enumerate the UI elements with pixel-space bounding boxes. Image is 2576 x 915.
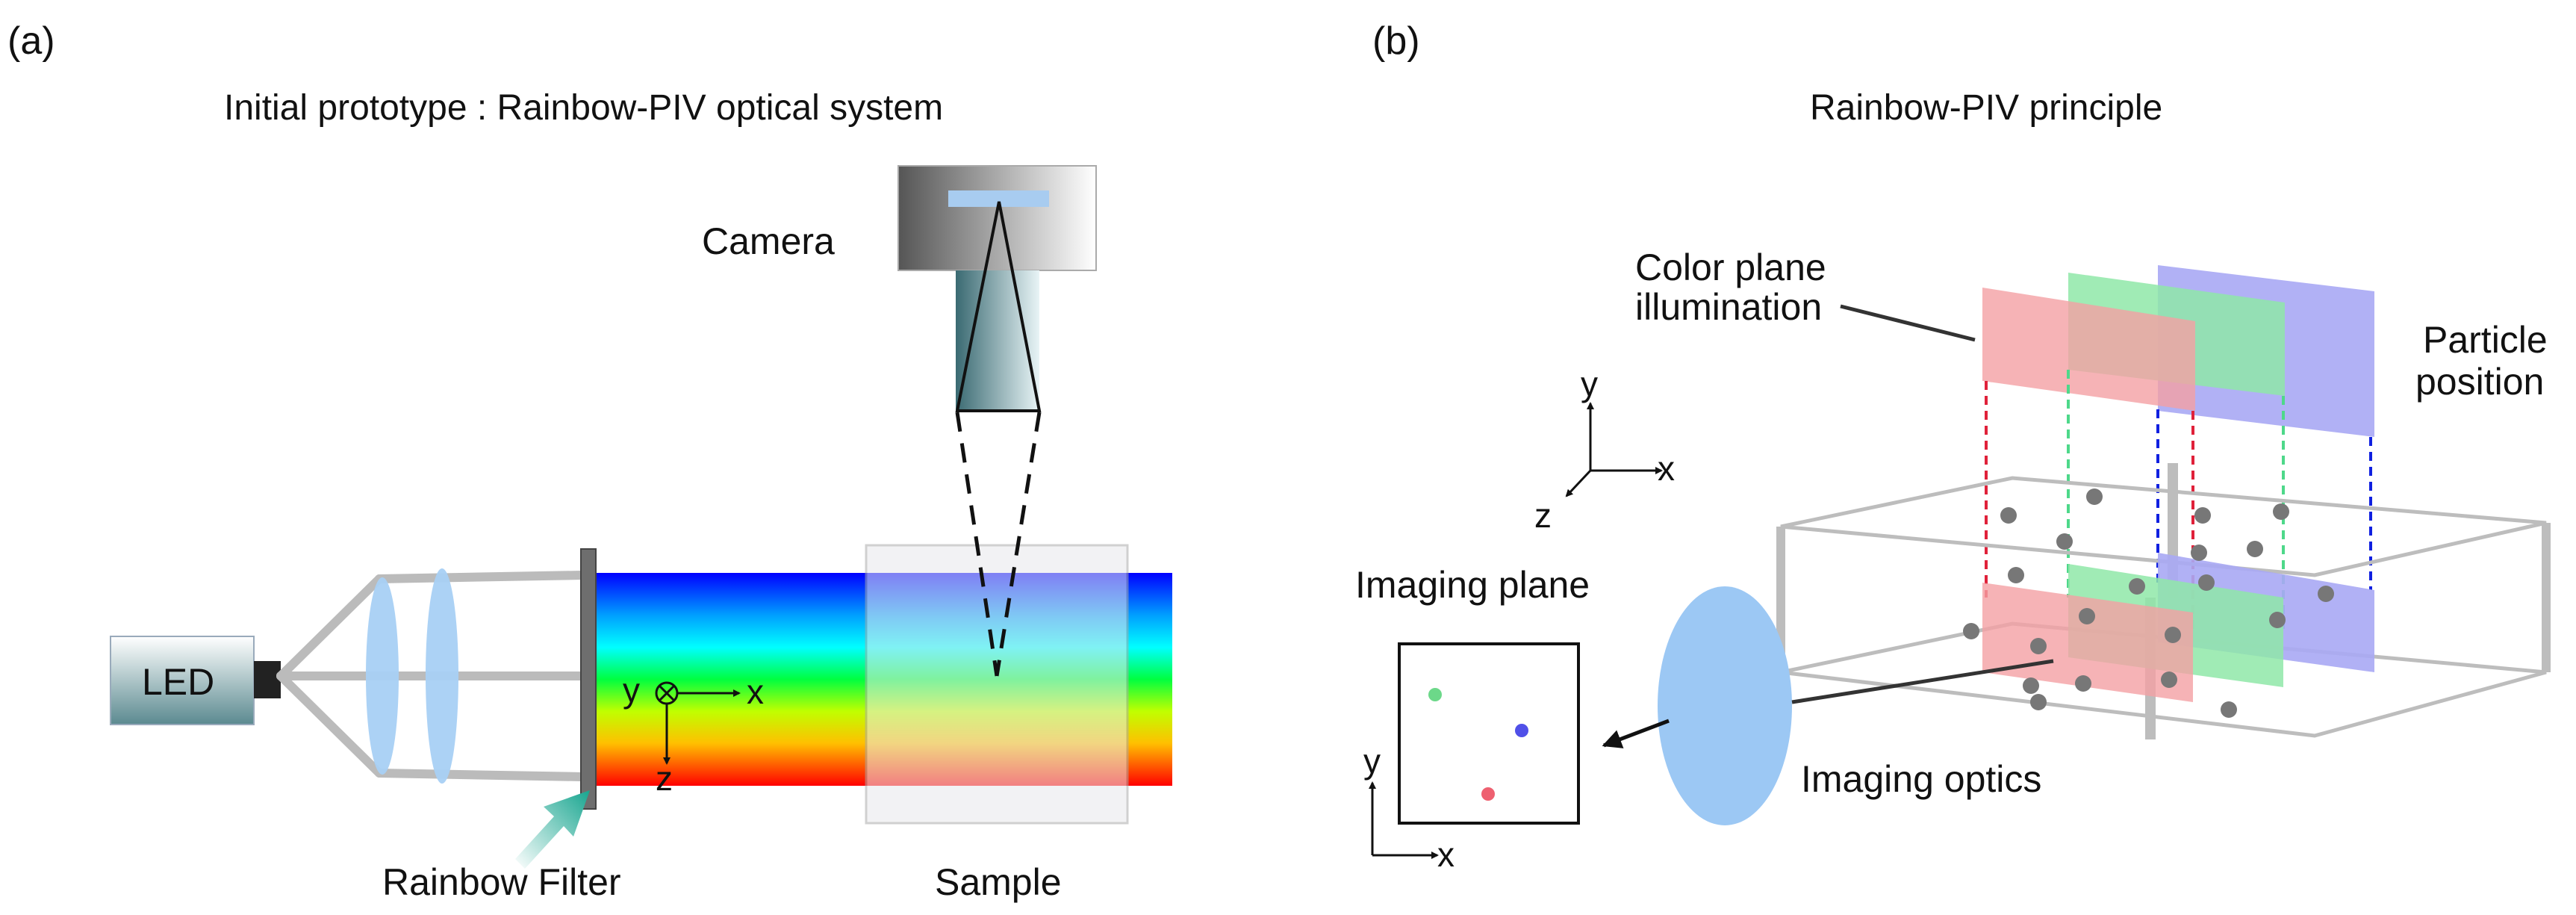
color-plane-leader xyxy=(1840,304,1976,342)
imaging-optics-lens xyxy=(1658,586,1792,825)
imaging-plane-label: Imaging plane xyxy=(1355,564,1590,606)
particle xyxy=(2079,608,2095,624)
color-plane-label-line2: illumination xyxy=(1635,286,1822,328)
axes2d-y-label: y xyxy=(1363,742,1381,781)
axes3d-z-label: z xyxy=(1534,496,1552,535)
red-plane xyxy=(1982,288,2195,411)
beam-axes: y x z xyxy=(623,671,764,798)
focus-lines xyxy=(955,412,1042,677)
particle xyxy=(2318,586,2334,602)
image-dot-red xyxy=(1481,787,1495,801)
particle xyxy=(2075,675,2091,692)
panel-a-title: Initial prototype : Rainbow-PIV optical … xyxy=(224,88,943,128)
particle xyxy=(2194,507,2211,524)
collimating-lens-2 xyxy=(426,568,458,784)
particle xyxy=(2198,574,2215,591)
measurement-volume xyxy=(1776,463,2551,739)
particle xyxy=(2269,612,2286,628)
camera-light-cone xyxy=(955,201,1042,412)
particle xyxy=(2086,488,2103,505)
led-label: LED xyxy=(142,661,214,703)
axes-2d: y x xyxy=(1363,742,1455,874)
projection-arrow xyxy=(1602,719,1670,748)
imaging-optics-label: Imaging optics xyxy=(1801,758,2041,800)
axes3d-y-label: y xyxy=(1581,365,1598,403)
color-planes xyxy=(1982,265,2374,437)
panel-b-title: Rainbow-PIV principle xyxy=(1810,88,2162,128)
particle xyxy=(2221,701,2237,718)
rainbow-filter-label: Rainbow Filter xyxy=(382,861,621,903)
optical-path-to-volume xyxy=(1791,659,2054,704)
led-body xyxy=(110,636,255,725)
panel-b-label: (b) xyxy=(1372,19,1420,63)
sample-cuvette xyxy=(865,544,1129,825)
particle xyxy=(2273,503,2289,520)
axis-x-label: x xyxy=(747,672,764,711)
rainbow-filter xyxy=(580,548,597,810)
image-dot-green xyxy=(1428,688,1442,701)
axis-y-label: y xyxy=(623,671,640,710)
color-plane-label-line1: Color plane xyxy=(1635,246,1826,288)
image-dot-blue xyxy=(1515,724,1528,737)
particle xyxy=(2247,541,2263,557)
axis-z-label: z xyxy=(656,759,673,798)
led-emitter xyxy=(254,661,281,698)
camera-label: Camera xyxy=(702,220,835,262)
particle xyxy=(1963,623,1979,639)
particle xyxy=(2000,507,2017,524)
particle xyxy=(2161,671,2177,688)
collimating-lens-1 xyxy=(366,577,399,775)
particle xyxy=(2023,677,2039,694)
axes-3d: y x z xyxy=(1534,365,1675,535)
particle xyxy=(2165,627,2181,643)
axes2d-x-label: x xyxy=(1437,835,1455,874)
color-planes-lower xyxy=(1982,553,2374,702)
particle xyxy=(2129,578,2145,595)
particle xyxy=(2056,533,2073,550)
particle-label-line2: position xyxy=(2415,361,2544,403)
led-source: LED xyxy=(110,636,281,725)
particle xyxy=(2191,545,2207,561)
particle xyxy=(2008,567,2024,583)
red-plane-lower xyxy=(1982,583,2193,702)
axes3d-x-label: x xyxy=(1658,449,1675,488)
panel-a-label: (a) xyxy=(7,19,55,63)
camera: Camera xyxy=(702,165,1097,412)
particle-label-line1: Particle xyxy=(2423,319,2548,361)
camera-sensor xyxy=(948,190,1049,207)
sample-label: Sample xyxy=(935,861,1062,903)
particle xyxy=(2030,694,2047,710)
particles xyxy=(1963,488,2334,718)
rainbow-filter-pointer-arrow xyxy=(515,790,590,869)
particle xyxy=(2030,638,2047,654)
